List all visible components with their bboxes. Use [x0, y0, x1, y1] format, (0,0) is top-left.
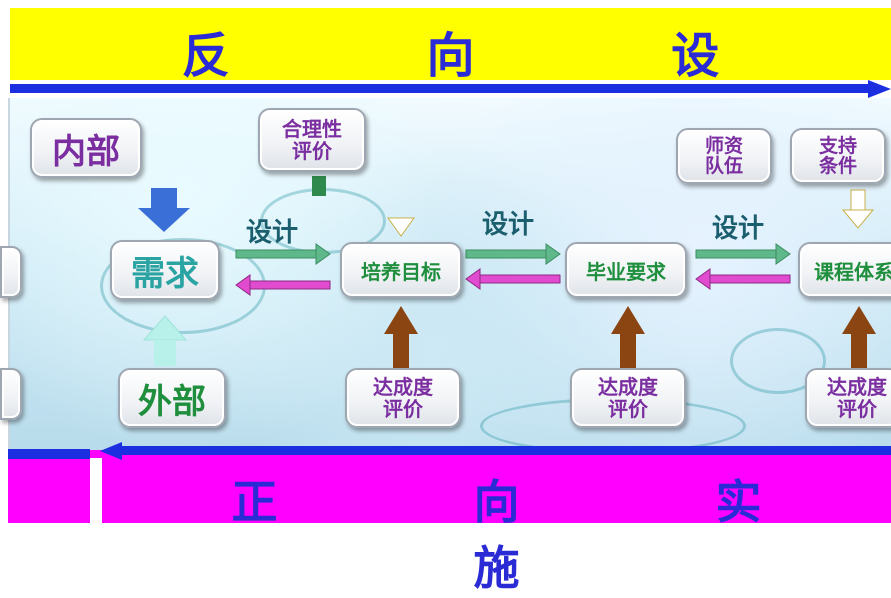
bottom-left-arrow — [100, 442, 891, 460]
bottom-left-blue-strip — [8, 449, 90, 459]
up-arrow-external — [142, 315, 188, 366]
achievement-eval-box-2: 达成度 评价 — [570, 368, 686, 428]
course-system-box: 课程体系 — [798, 242, 891, 298]
achievement-eval-box-1: 达成度 评价 — [345, 368, 461, 428]
implement-arrow-1 — [235, 274, 331, 296]
design-label-3: 设计 — [712, 214, 765, 244]
design-label-1: 设计 — [246, 218, 299, 248]
up-arrow-achievement-3 — [842, 306, 876, 368]
graduation-req-box: 毕业要求 — [565, 242, 687, 298]
achievement-eval-box-3: 达成度 评价 — [805, 368, 891, 428]
flow-arrows — [138, 176, 876, 368]
down-arrow-rationality — [312, 176, 326, 196]
top-banner: 反 向 设 计 — [10, 8, 891, 154]
faculty-box: 师资 队伍 — [676, 128, 772, 184]
external-box: 外部 — [118, 368, 226, 428]
rationality-eval-box: 合理性 评价 — [258, 108, 366, 172]
bottom-banner-title: 正 向 实 施 — [231, 475, 852, 595]
partial-box-left-bottom — [0, 368, 22, 420]
design-arrow-1 — [235, 243, 331, 265]
down-arrow-support — [841, 189, 875, 229]
demand-box: 需求 — [110, 240, 220, 300]
decor-swirl — [730, 328, 826, 394]
bottom-banner-gap — [90, 458, 102, 523]
top-right-arrow — [10, 80, 891, 98]
design-label-2: 设计 — [482, 210, 535, 240]
down-arrow-internal — [138, 188, 190, 232]
bottom-banner — [8, 450, 891, 523]
implement-arrow-2 — [465, 268, 561, 290]
partial-box-left-top — [0, 246, 22, 298]
down-arrow-goal — [387, 217, 415, 237]
up-arrow-achievement-2 — [611, 306, 645, 368]
up-arrow-achievement-1 — [384, 306, 418, 368]
design-arrow-3 — [695, 243, 791, 265]
internal-box: 内部 — [30, 118, 142, 178]
training-goal-box: 培养目标 — [340, 242, 462, 298]
top-banner-title: 反 向 设 计 — [181, 28, 810, 154]
design-arrow-2 — [465, 243, 561, 265]
implement-arrow-3 — [695, 268, 791, 290]
support-box: 支持 条件 — [790, 128, 886, 184]
